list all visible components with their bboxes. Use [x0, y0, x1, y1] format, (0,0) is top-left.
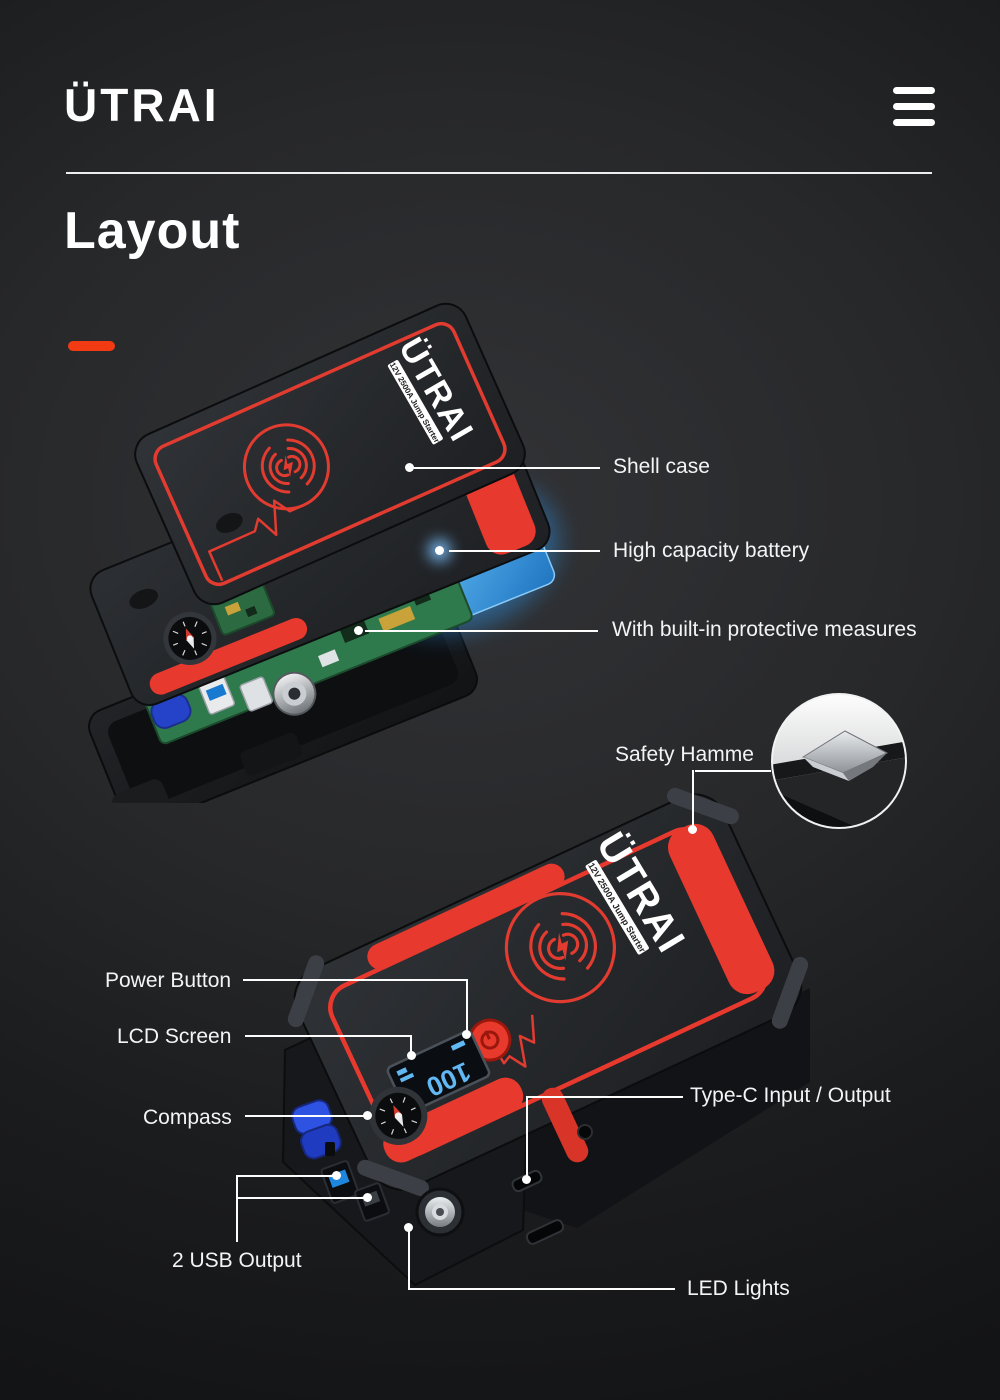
callout-compass-dot: [363, 1111, 372, 1120]
callout-lcd-dot: [407, 1051, 416, 1060]
safety-hammer-inset: [771, 693, 907, 829]
callout-safety-hammer-dot: [688, 825, 697, 834]
callout-shell-case-line: [410, 467, 600, 469]
callout-type-c-dot: [522, 1175, 531, 1184]
callout-lcd-label: LCD Screen: [117, 1025, 232, 1048]
callout-safety-hammer-label: Safety Hamme: [615, 743, 754, 766]
menu-bar: [893, 119, 935, 126]
assembled-right-face: [523, 988, 810, 1228]
front-ports: [291, 1099, 465, 1237]
brand-logo: ÜTRAI: [64, 79, 220, 131]
red-band: [383, 1077, 524, 1163]
red-stripe: [149, 617, 308, 695]
callout-usb-line-v: [236, 1175, 238, 1242]
led-barrel: [272, 671, 317, 716]
callout-type-c-label: Type-C Input / Output: [690, 1084, 891, 1107]
compass: [369, 1086, 428, 1145]
header-divider: [66, 172, 932, 174]
assembled-top-face: 100 ÜTRAI: [287, 787, 809, 1197]
callout-safety-hammer-line-h: [695, 770, 771, 772]
callout-power-button-dot: [462, 1030, 471, 1039]
callout-shell-case-dot: [405, 463, 414, 472]
callout-power-button-line-v: [466, 979, 468, 1031]
callout-led-line-v: [408, 1231, 410, 1289]
output-port: [525, 1219, 565, 1245]
callout-type-c-line-h: [527, 1096, 683, 1098]
callout-usb-dot-2: [363, 1193, 372, 1202]
callout-compass-line: [245, 1115, 365, 1117]
callout-usb-line-1: [237, 1175, 333, 1177]
wireless-charging-icon: [504, 892, 616, 1004]
callout-protective-dot: [354, 626, 363, 635]
heartbeat-line: [488, 1014, 536, 1068]
callout-battery-label: High capacity battery: [613, 539, 810, 562]
red-band: [367, 863, 565, 970]
corner-bumpers: [287, 787, 809, 1197]
callout-lcd-line-h: [245, 1035, 412, 1037]
callout-shell-case-label: Shell case: [613, 455, 710, 478]
hamburger-menu-icon[interactable]: [893, 87, 935, 126]
callout-usb-label: 2 USB Output: [172, 1249, 302, 1272]
callout-led-label: LED Lights: [687, 1277, 790, 1300]
led-light: [415, 1187, 465, 1237]
ec5-jack: [291, 1099, 342, 1160]
callout-type-c-line-v: [526, 1096, 528, 1176]
callout-compass-label: Compass: [143, 1106, 232, 1129]
callout-lcd-line-v: [410, 1035, 412, 1052]
accent-dash: [68, 341, 115, 351]
callout-battery-line: [449, 550, 600, 552]
callout-battery-dot: [435, 546, 444, 555]
callout-usb-dot-1: [332, 1171, 341, 1180]
menu-bar: [893, 103, 935, 110]
callout-safety-hammer-line-v: [692, 770, 694, 826]
side-red-accent: [541, 1087, 589, 1163]
callout-protective-line: [365, 630, 598, 632]
callout-led-dot: [404, 1223, 413, 1232]
page-title: Layout: [64, 202, 241, 260]
assembled-product-illustration: 100 ÜTRAI: [281, 787, 810, 1287]
callout-power-button-line-h: [243, 979, 468, 981]
exploded-pcb: [140, 571, 473, 745]
red-band: [667, 823, 775, 995]
callout-protective-label: With built-in protective measures: [612, 618, 917, 641]
compass: [163, 611, 217, 665]
callout-usb-line-2: [237, 1197, 364, 1199]
menu-bar: [893, 87, 935, 94]
dc-port: [577, 1124, 593, 1140]
callout-power-button-label: Power Button: [105, 969, 232, 992]
callout-led-line-h: [408, 1288, 675, 1290]
exploded-top-lid: ÜTRAI 12V 2500A Jump Starter: [134, 302, 526, 606]
exploded-product-illustration: ÜTRAI 12V 2500A Jump Starter: [88, 302, 559, 803]
heartbeat-line: [207, 499, 305, 582]
lid-red-outline: [153, 321, 507, 587]
side-ports: [511, 1087, 593, 1245]
